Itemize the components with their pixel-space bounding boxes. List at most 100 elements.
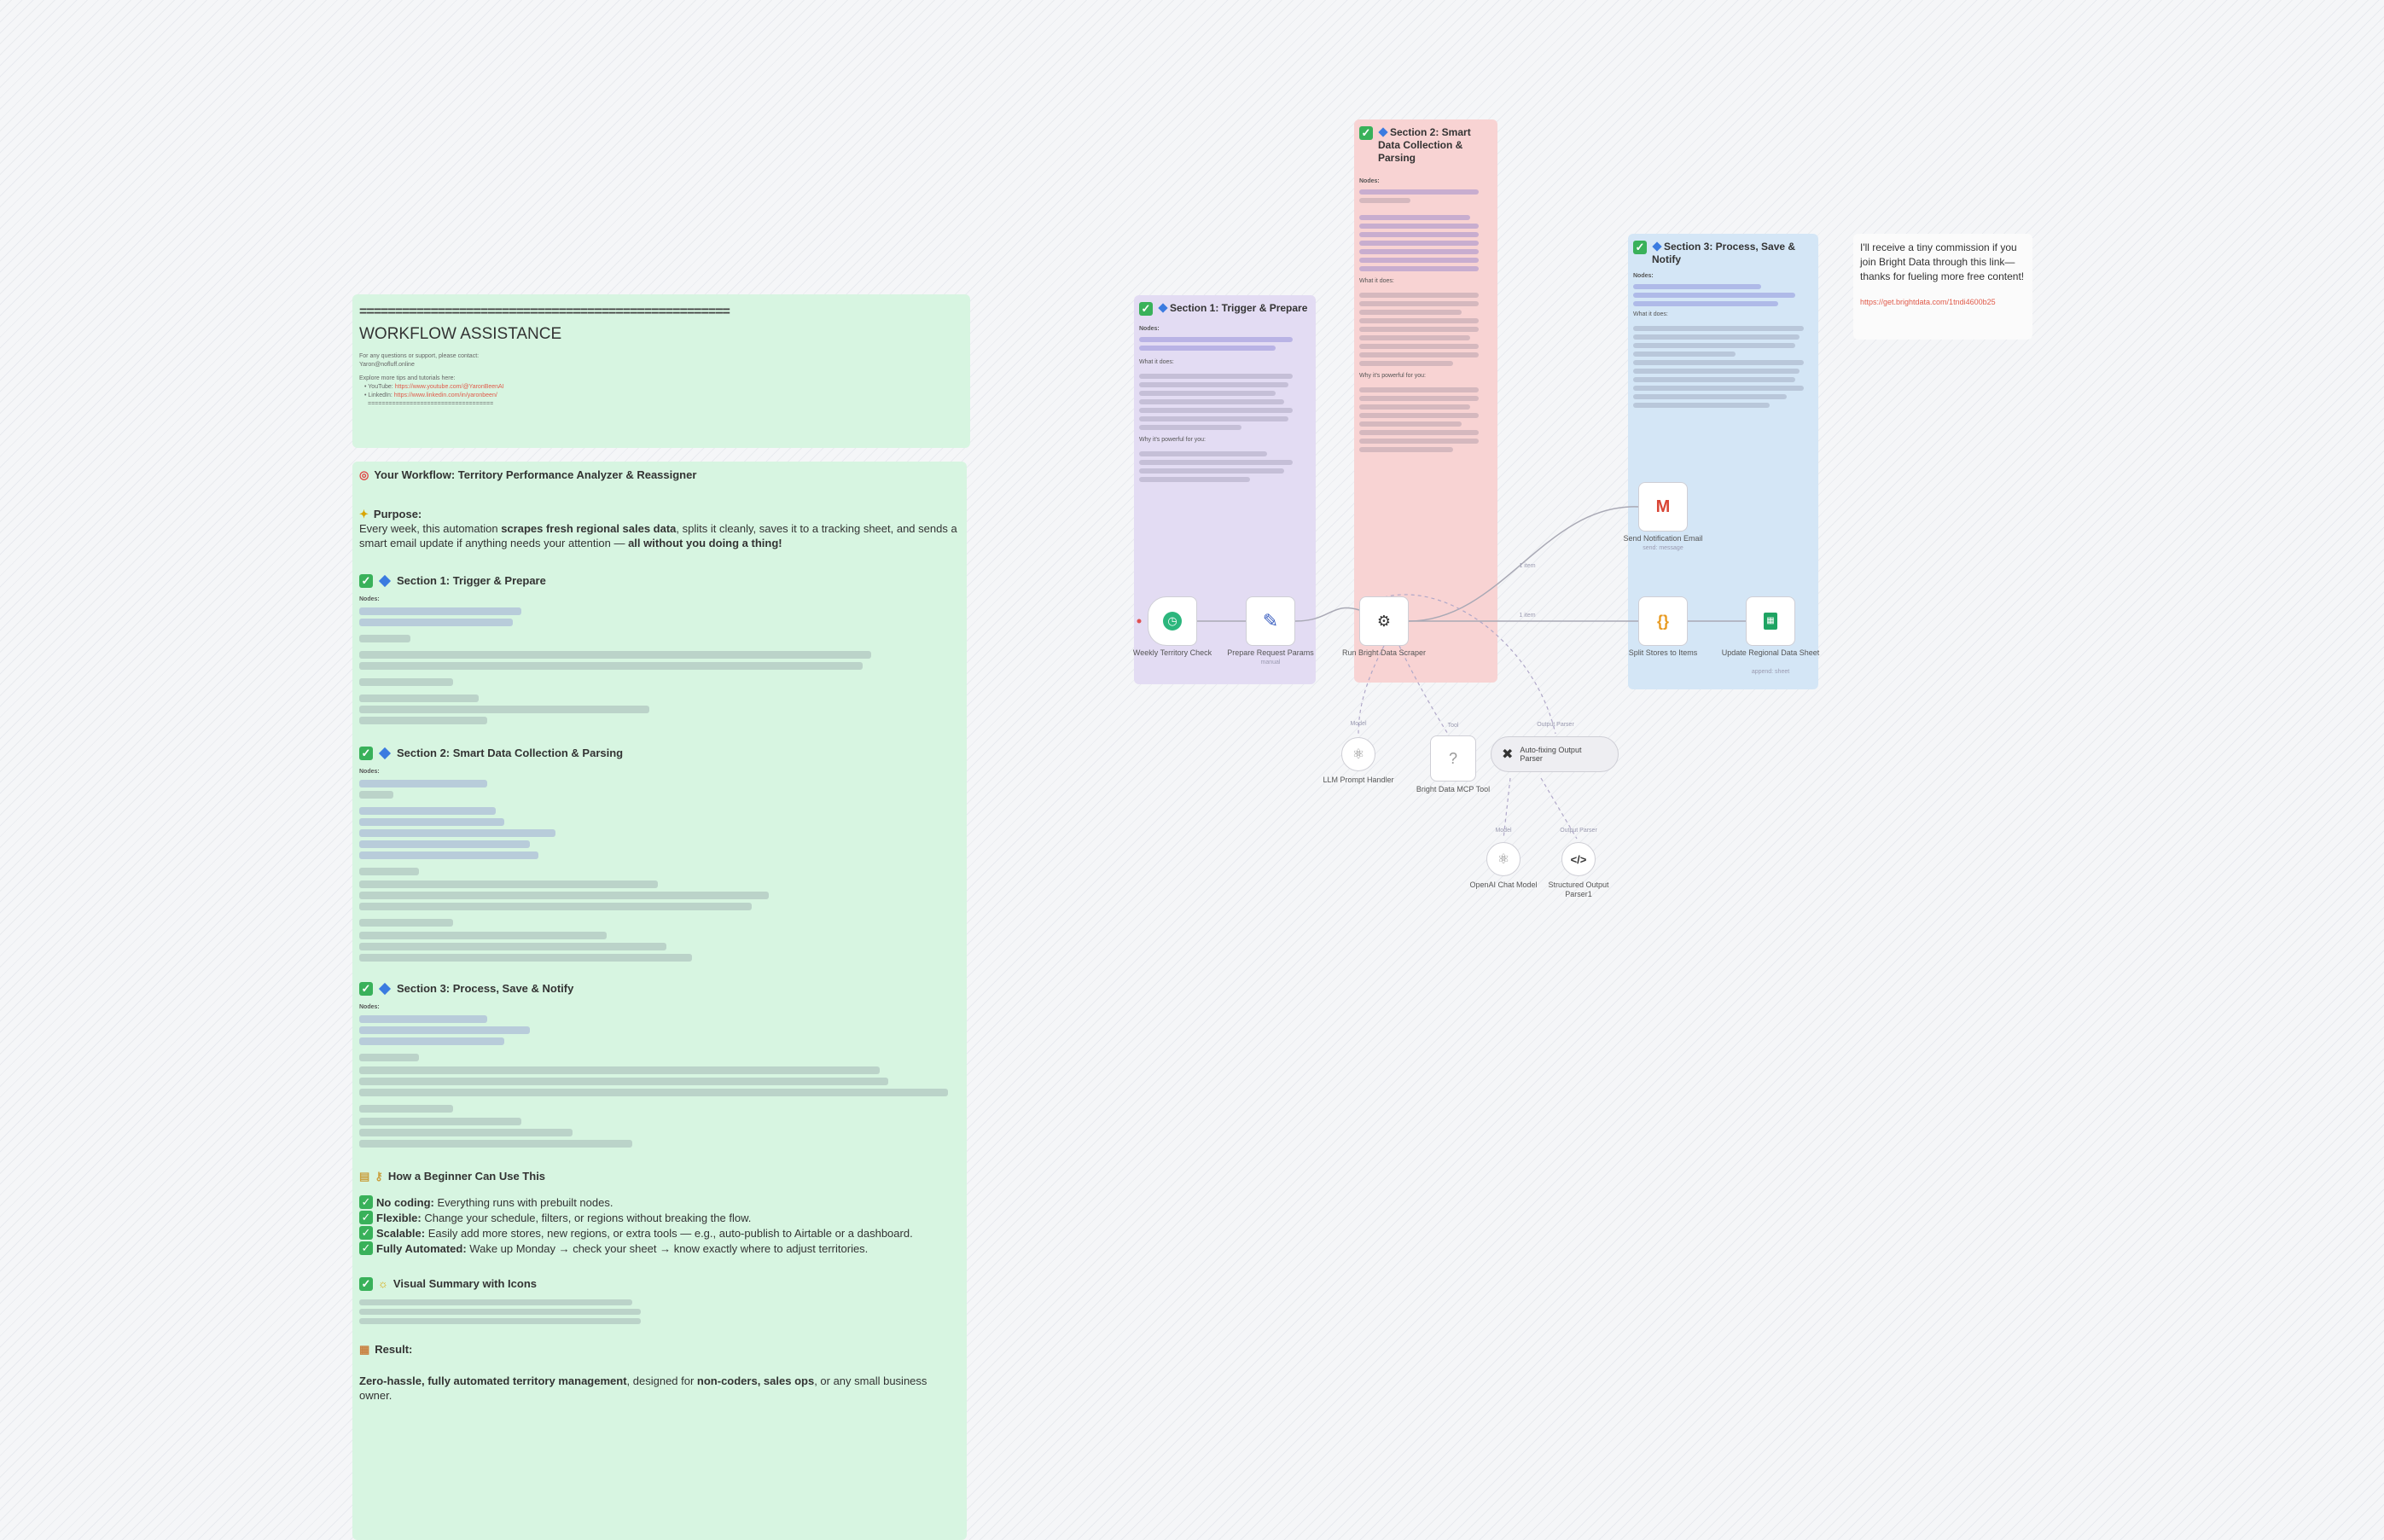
llm-prompt-handler-node[interactable]: ⚛: [1341, 737, 1375, 771]
doc-s2-heading: Section 2: Smart Data Collection & Parsi…: [397, 747, 624, 759]
s2-why-label: Why it's powerful for you:: [1359, 373, 1426, 379]
run-bright-data-scraper-node[interactable]: ⚙: [1359, 596, 1409, 646]
doc-title: Your Workflow: Territory Performance Ana…: [374, 468, 697, 481]
prepare-request-params-node[interactable]: ✎: [1246, 596, 1295, 646]
question-icon: ?: [1448, 749, 1457, 767]
affiliate-note[interactable]: I'll receive a tiny commission if you jo…: [1853, 234, 2032, 340]
assist-rule: ========================================…: [359, 305, 730, 319]
send-notification-email-node[interactable]: M: [1638, 482, 1688, 532]
check-icon: ✓: [1139, 302, 1153, 316]
linkedin-label: LinkedIn:: [368, 392, 392, 398]
benefit-no-coding: No coding: Everything runs with prebuilt…: [376, 1196, 613, 1209]
auto-fixing-output-parser-node[interactable]: ✖ Auto-fixing Output Parser: [1491, 736, 1619, 772]
section2-title: Section 2: Smart Data Collection & Parsi…: [1378, 126, 1471, 164]
section1-title: Section 1: Trigger & Prepare: [1158, 302, 1307, 315]
assist-email: Yaron@nofluff.online: [359, 362, 415, 368]
section3-title: Section 3: Process, Save & Notify: [1652, 241, 1796, 265]
diamond-icon: [1652, 241, 1662, 252]
bright-data-mcp-tool-node[interactable]: ?: [1430, 735, 1476, 782]
s2-what-label: What it does:: [1359, 278, 1394, 284]
bulb-icon: ☼: [378, 1277, 388, 1290]
check-icon: ✓: [359, 1277, 373, 1291]
assist-contact: For any questions or support, please con…: [359, 353, 480, 359]
benefit-automated: Fully Automated: Wake up Monday → check …: [376, 1242, 869, 1255]
doc-s3-body: Nodes:: [359, 1002, 960, 1148]
openai-icon: ⚛: [1352, 747, 1365, 762]
output-parser-connector-label: Output Parser: [1537, 722, 1574, 728]
doc-s1-heading: Section 1: Trigger & Prepare: [397, 574, 546, 587]
workflow-doc-note[interactable]: ◎ Your Workflow: Territory Performance An…: [352, 462, 967, 1540]
check-icon: ✓: [1359, 126, 1373, 140]
youtube-link[interactable]: https://www.youtube.com/@YaronBeenAI: [394, 384, 504, 390]
benefit-scalable: Scalable: Easily add more stores, new re…: [376, 1227, 913, 1240]
structured-output-parser-node[interactable]: </>: [1561, 842, 1596, 876]
split-stores-node[interactable]: {}: [1638, 596, 1688, 646]
purpose-text: Every week, this automation scrapes fres…: [359, 522, 957, 549]
assist-rule2: ====================================: [368, 401, 494, 407]
model-connector-label-2: Model: [1495, 828, 1512, 834]
check-icon: ✓: [359, 1226, 373, 1240]
linkedin-link[interactable]: https://www.linkedin.com/in/yaronbeen/: [393, 392, 497, 398]
check-icon: ✓: [359, 1195, 373, 1209]
assist-title: WORKFLOW ASSISTANCE: [359, 325, 562, 343]
beginner-heading: How a Beginner Can Use This: [387, 1170, 546, 1183]
key-icon: ⚷: [375, 1170, 383, 1183]
model-connector-label: Model: [1350, 721, 1367, 727]
s1-what-label: What it does:: [1139, 359, 1174, 365]
items-count-2: 1 item: [1519, 613, 1536, 619]
diamond-icon: [378, 982, 392, 996]
braces-icon: {}: [1656, 612, 1669, 630]
check-icon: ✓: [359, 747, 373, 760]
diamond-icon: [378, 747, 392, 760]
folder-icon: ▤: [359, 1170, 370, 1183]
visual-heading: Visual Summary with Icons: [392, 1277, 538, 1290]
bright-data-mcp-tool-label: Bright Data MCP Tool: [1416, 785, 1491, 793]
sparkle-icon: ✦: [359, 508, 369, 520]
check-icon: ✓: [359, 982, 373, 996]
target-icon: ◎: [359, 468, 369, 481]
check-icon: ✓: [359, 574, 373, 588]
s2-nodes-label: Nodes:: [1359, 178, 1380, 184]
diamond-icon: [1158, 303, 1168, 313]
affiliate-text: I'll receive a tiny commission if you jo…: [1860, 241, 2025, 282]
robot-icon: ⚙: [1376, 612, 1392, 630]
tools-icon: ✖: [1502, 747, 1514, 762]
code-icon: </>: [1570, 852, 1587, 866]
diamond-icon: [378, 574, 392, 588]
assist-explore: Explore more tips and tutorials here:: [359, 375, 456, 381]
check-icon: ✓: [1633, 241, 1647, 254]
prepare-request-params-label: Prepare Request Params: [1227, 648, 1314, 657]
run-bright-data-scraper-label: Run Bright Data Scraper: [1341, 648, 1427, 657]
split-stores-label: Split Stores to Items: [1628, 648, 1698, 657]
structured-output-parser-label: Structured Output Parser1: [1548, 880, 1609, 898]
visual-summary-table: [359, 1299, 960, 1324]
youtube-label: YouTube:: [368, 384, 393, 390]
s3-what-label: What it does:: [1633, 311, 1668, 317]
result-heading: Result:: [375, 1343, 413, 1356]
pencil-icon: ✎: [1262, 610, 1279, 631]
weekly-territory-check-node[interactable]: ◷: [1148, 596, 1197, 646]
send-notification-email-sub: send: message: [1643, 545, 1683, 551]
result-text: Zero-hassle, fully automated territory m…: [359, 1374, 927, 1402]
purpose-heading: Purpose:: [373, 508, 422, 520]
check-icon: ✓: [359, 1211, 373, 1224]
weekly-territory-check-label: Weekly Territory Check: [1132, 648, 1212, 657]
openai-chat-model-node[interactable]: ⚛: [1486, 842, 1521, 876]
affiliate-link[interactable]: https://get.brightdata.com/1tndi4600b25: [1860, 298, 1996, 306]
update-regional-sheet-sub: append: sheet: [1751, 669, 1790, 675]
s1-why-label: Why it's powerful for you:: [1139, 437, 1206, 443]
sheets-icon: ▦: [1764, 613, 1777, 630]
doc-s3-heading: Section 3: Process, Save & Notify: [397, 982, 574, 995]
assistance-note[interactable]: ========================================…: [352, 294, 970, 448]
clock-icon: ◷: [1163, 612, 1182, 631]
doc-s2-body: Nodes:: [359, 767, 960, 962]
llm-prompt-handler-label: LLM Prompt Handler: [1323, 776, 1394, 784]
prepare-request-params-sub: manual: [1260, 660, 1281, 665]
send-notification-email-label: Send Notification Email: [1623, 534, 1703, 543]
diamond-icon: [1378, 127, 1388, 137]
tool-connector-label: Tool: [1447, 723, 1459, 729]
check-icon: ✓: [359, 1241, 373, 1255]
doc-s1-body: Nodes:: [359, 595, 960, 724]
gmail-icon: M: [1655, 497, 1671, 516]
update-regional-sheet-node[interactable]: ▦: [1746, 596, 1795, 646]
